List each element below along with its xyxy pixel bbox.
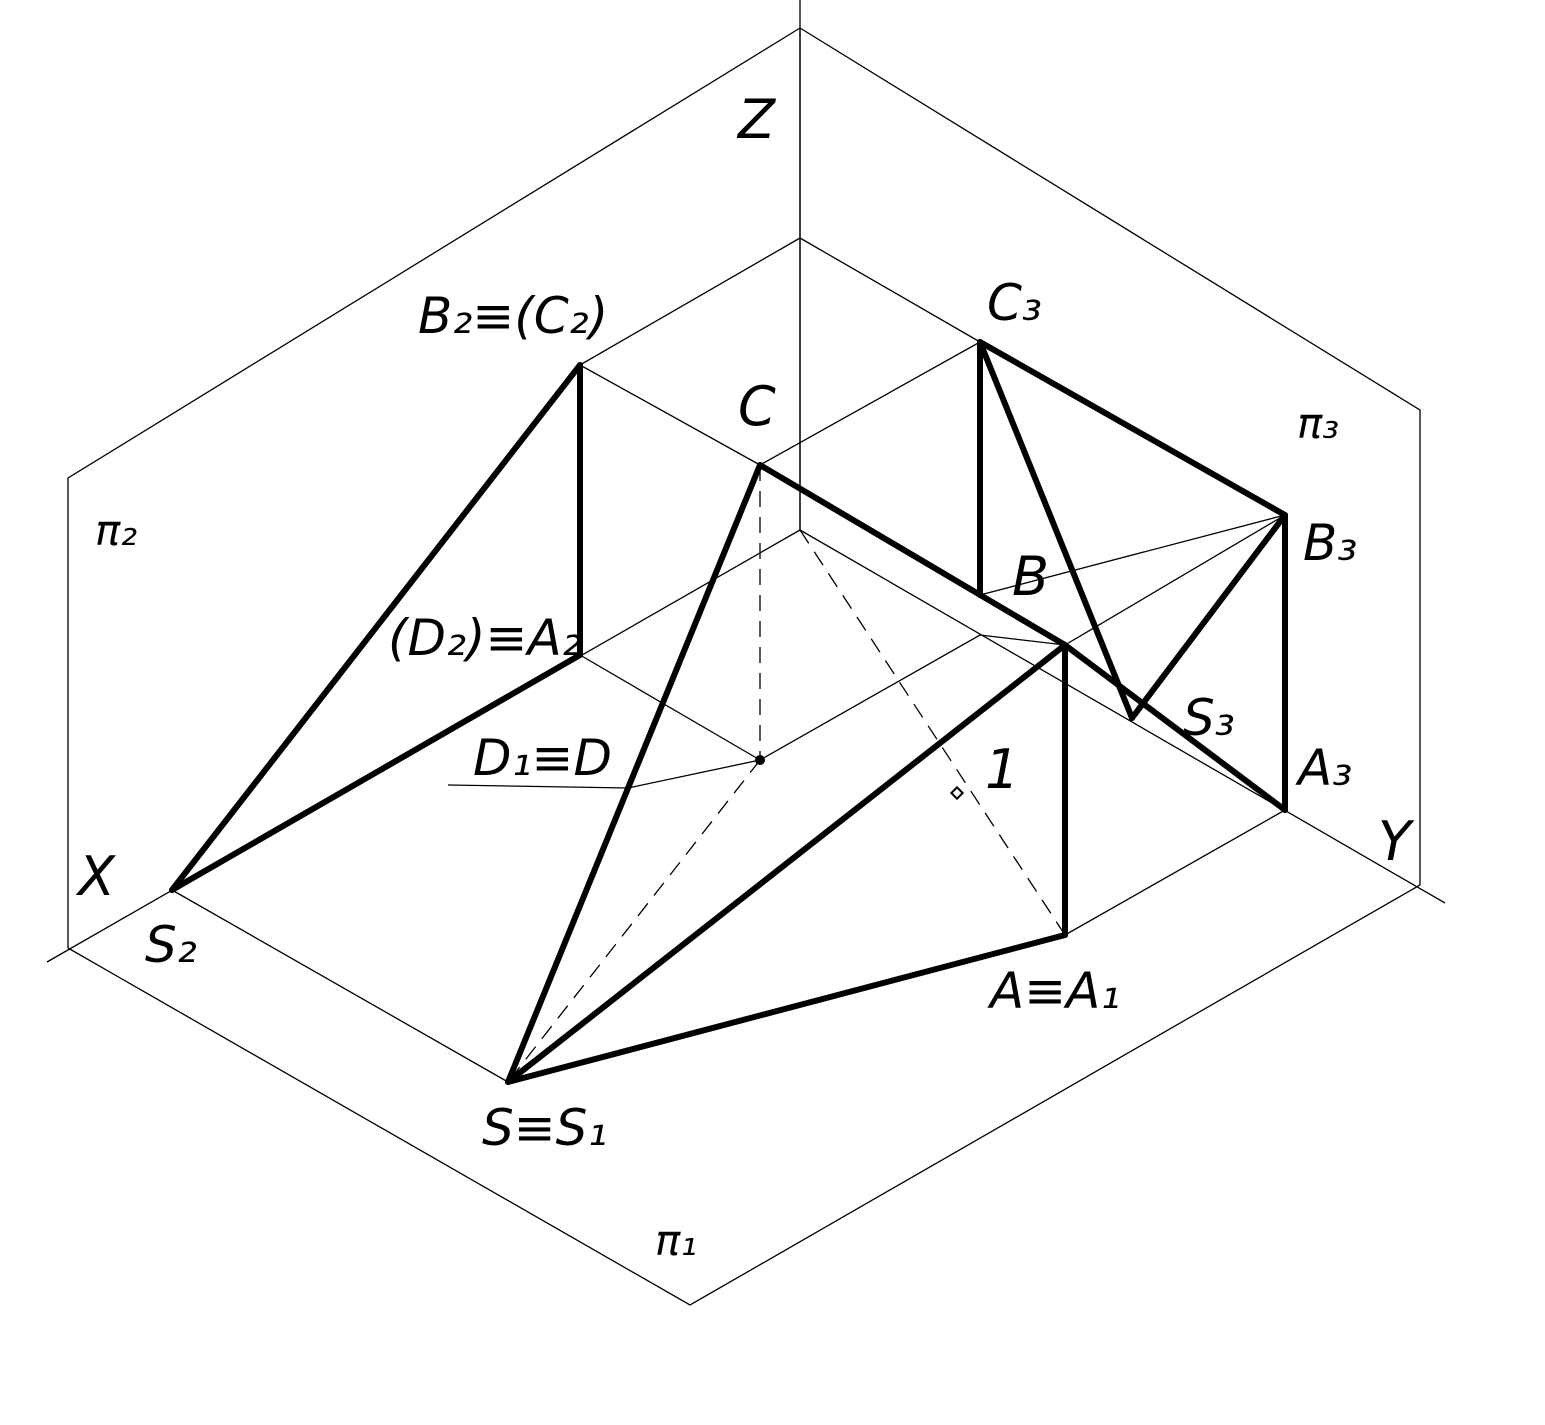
- label-point-1: 1: [985, 738, 1019, 801]
- plane-pi1-frame: [67, 884, 1421, 1306]
- label-x-axis: X: [75, 845, 116, 908]
- label-plane-pi2: π₂: [95, 506, 137, 555]
- label-c: C: [738, 375, 776, 438]
- y-axis: [799, 529, 1446, 904]
- label-d1-d: D₁≡D: [473, 729, 612, 787]
- construction-lines: [171, 237, 1286, 1083]
- label-b3: B₃: [1303, 514, 1357, 572]
- label-plane-pi3: π₃: [1297, 399, 1339, 448]
- labels: Z X Y π₁ π₂ π₃ B₂≡(C₂) C₃ C B B₃ (D₂)≡A₂…: [75, 88, 1415, 1265]
- label-plane-pi1: π₁: [655, 1216, 697, 1265]
- label-d2-a2: (D₂)≡A₂: [388, 609, 582, 667]
- hidden-edges: [507, 465, 1066, 1083]
- label-c3: C₃: [987, 274, 1042, 332]
- label-s3: S₃: [1183, 689, 1235, 747]
- label-a3: A₃: [1295, 739, 1352, 797]
- label-b2-c2: B₂≡(C₂): [418, 287, 608, 345]
- label-s2: S₂: [145, 916, 197, 974]
- label-b: B: [1012, 545, 1049, 608]
- point-D: [755, 755, 765, 765]
- visible-edges: [169, 339, 1288, 1085]
- plane-pi2-frame: [67, 27, 801, 948]
- label-y-axis: Y: [1378, 810, 1415, 873]
- label-s-s1: S≡S₁: [482, 1099, 607, 1157]
- label-a-a1: A≡A₁: [987, 962, 1120, 1020]
- point-1-marker: [949, 785, 965, 801]
- plane-pi3-frame: [799, 27, 1421, 885]
- label-z-axis: Z: [736, 88, 776, 151]
